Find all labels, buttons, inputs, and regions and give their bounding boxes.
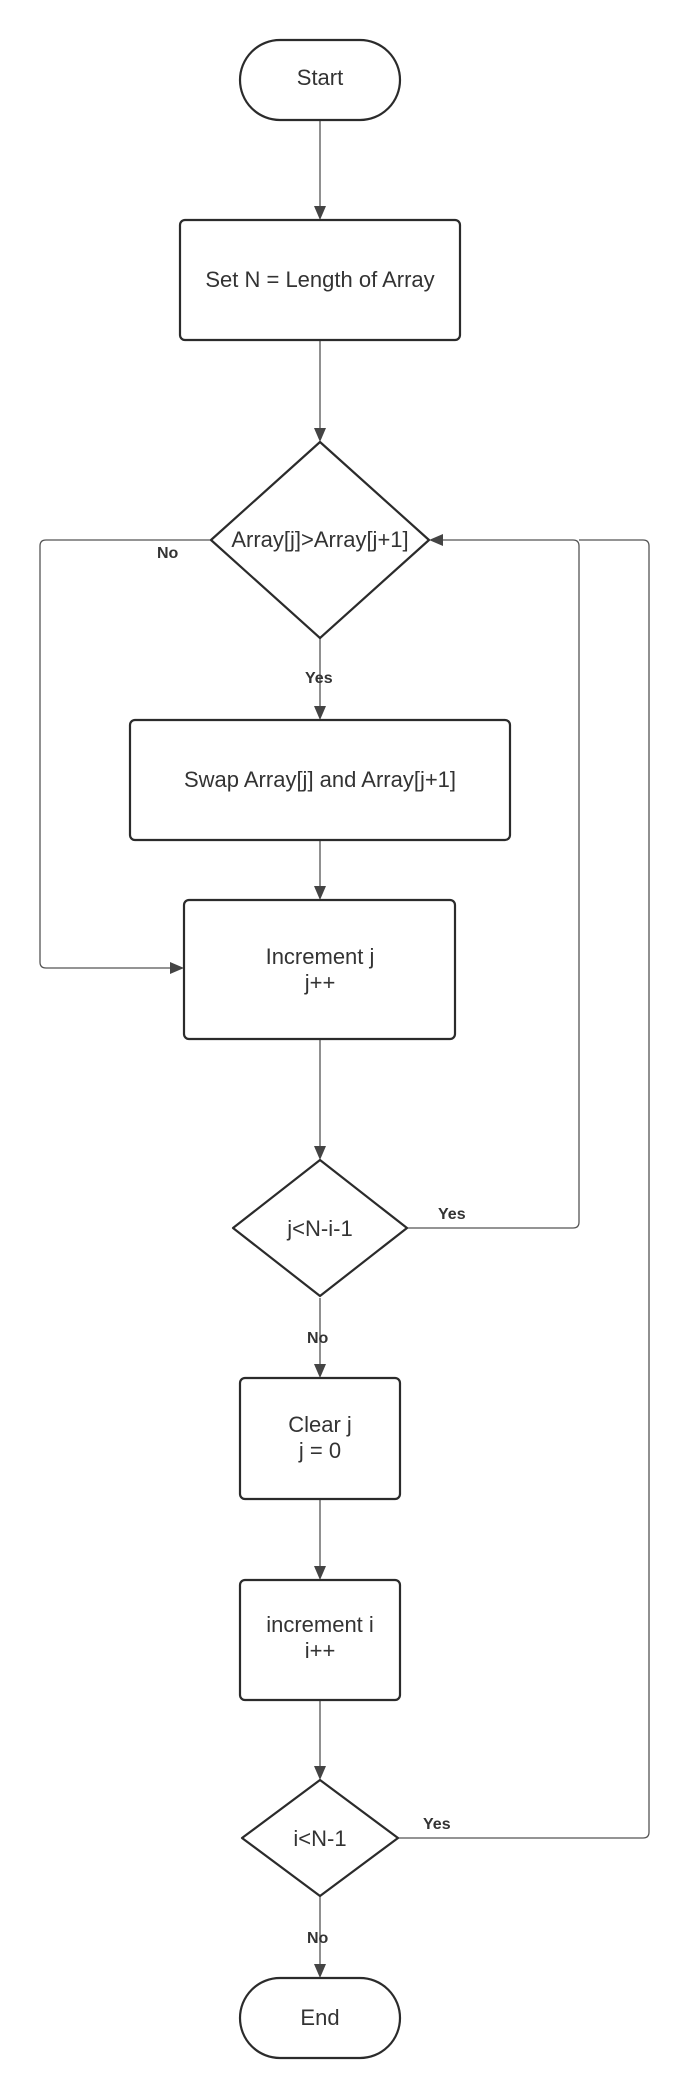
arrowhead <box>314 1766 326 1780</box>
edge-check-i-yes-to-compare <box>398 539 650 1839</box>
increment-j-line1: Increment j <box>266 944 375 969</box>
increment-j-process: Increment j j++ <box>182 898 457 1041</box>
clear-j-line1: Clear j <box>288 1412 352 1437</box>
arrowhead <box>170 962 184 974</box>
check-j-label: j<N-i-1 <box>286 1216 352 1241</box>
compare-yes-label: Yes <box>305 670 333 687</box>
check-i-label: i<N-1 <box>293 1826 346 1851</box>
check-j-no-label: No <box>307 1330 329 1347</box>
arrowhead <box>314 428 326 442</box>
edge-check-j-yes-to-compare <box>407 539 580 1229</box>
set-n-label: Set N = Length of Array <box>205 267 434 292</box>
increment-i-line1: increment i <box>266 1612 374 1637</box>
check-j-yes-label: Yes <box>438 1206 466 1223</box>
compare-label: Array[j]>Array[j+1] <box>231 527 408 552</box>
arrowhead <box>314 706 326 720</box>
swap-process: Swap Array[j] and Array[j+1] <box>128 718 512 842</box>
increment-i-process: increment i i++ <box>238 1578 402 1702</box>
arrowhead <box>314 1146 326 1160</box>
arrowhead <box>314 1566 326 1580</box>
compare-no-label: No <box>157 545 179 562</box>
end-terminal: End <box>238 1976 402 2060</box>
arrowhead <box>429 534 443 546</box>
compare-decision: Array[j]>Array[j+1] <box>209 440 431 640</box>
swap-label: Swap Array[j] and Array[j+1] <box>184 767 456 792</box>
check-i-yes-label: Yes <box>423 1816 451 1833</box>
start-terminal: Start <box>238 38 402 122</box>
increment-i-line2: i++ <box>305 1638 336 1663</box>
edges <box>39 121 650 1978</box>
start-label: Start <box>297 65 343 90</box>
arrowhead <box>314 206 326 220</box>
check-i-decision: i<N-1 <box>240 1778 400 1898</box>
check-j-decision: j<N-i-1 <box>231 1158 409 1298</box>
set-n-process: Set N = Length of Array <box>178 218 462 342</box>
edge-compare-no-to-increment-j <box>39 539 211 969</box>
check-i-no-label: No <box>307 1930 329 1947</box>
arrowhead <box>314 1364 326 1378</box>
clear-j-line2: j = 0 <box>298 1438 341 1463</box>
increment-j-line2: j++ <box>304 970 336 995</box>
arrowhead <box>314 1964 326 1978</box>
arrowhead <box>314 886 326 900</box>
clear-j-process: Clear j j = 0 <box>238 1376 402 1501</box>
end-label: End <box>300 2005 339 2030</box>
